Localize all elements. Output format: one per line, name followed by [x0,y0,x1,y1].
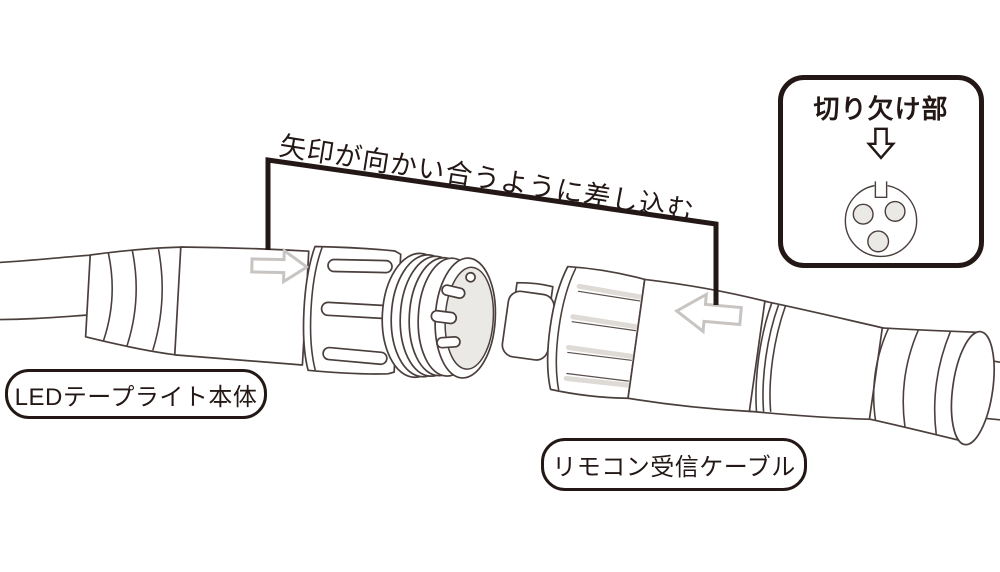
direction-arrow-left-icon [674,291,743,335]
notch-panel-title: 切り欠け部 [813,94,949,124]
callout-bracket-line [265,157,719,305]
left-connector-body [173,246,310,366]
face-hole-icon [852,203,874,225]
connector-face-diagram [844,127,918,258]
left-cable [0,254,94,321]
right-end-cap [950,330,995,446]
plug-pin-icon [436,335,461,349]
face-hole-icon [884,200,906,222]
plug-pin-icon [430,309,458,325]
direction-arrow-right-icon [250,247,310,285]
notch-detail-panel: 切り欠け部 [778,75,984,268]
remote-cable-connector-illustration [501,265,1000,446]
label-remote-receiver-cable-text: リモコン受信ケーブル [552,454,796,481]
right-coupling-nut [546,265,646,400]
connector-face-icon [844,179,918,258]
label-remote-receiver-cable: リモコン受信ケーブル [541,438,807,491]
plug-pin-top-icon [465,271,476,283]
label-led-tape-light-text: LEDテープライト本体 [14,383,258,411]
notch-down-arrow-icon [866,127,896,160]
led-tape-connector-illustration [0,245,497,379]
plug-pin-icon [441,284,466,299]
face-hole-icon [867,230,890,253]
label-led-tape-light: LEDテープライト本体 [5,369,267,419]
